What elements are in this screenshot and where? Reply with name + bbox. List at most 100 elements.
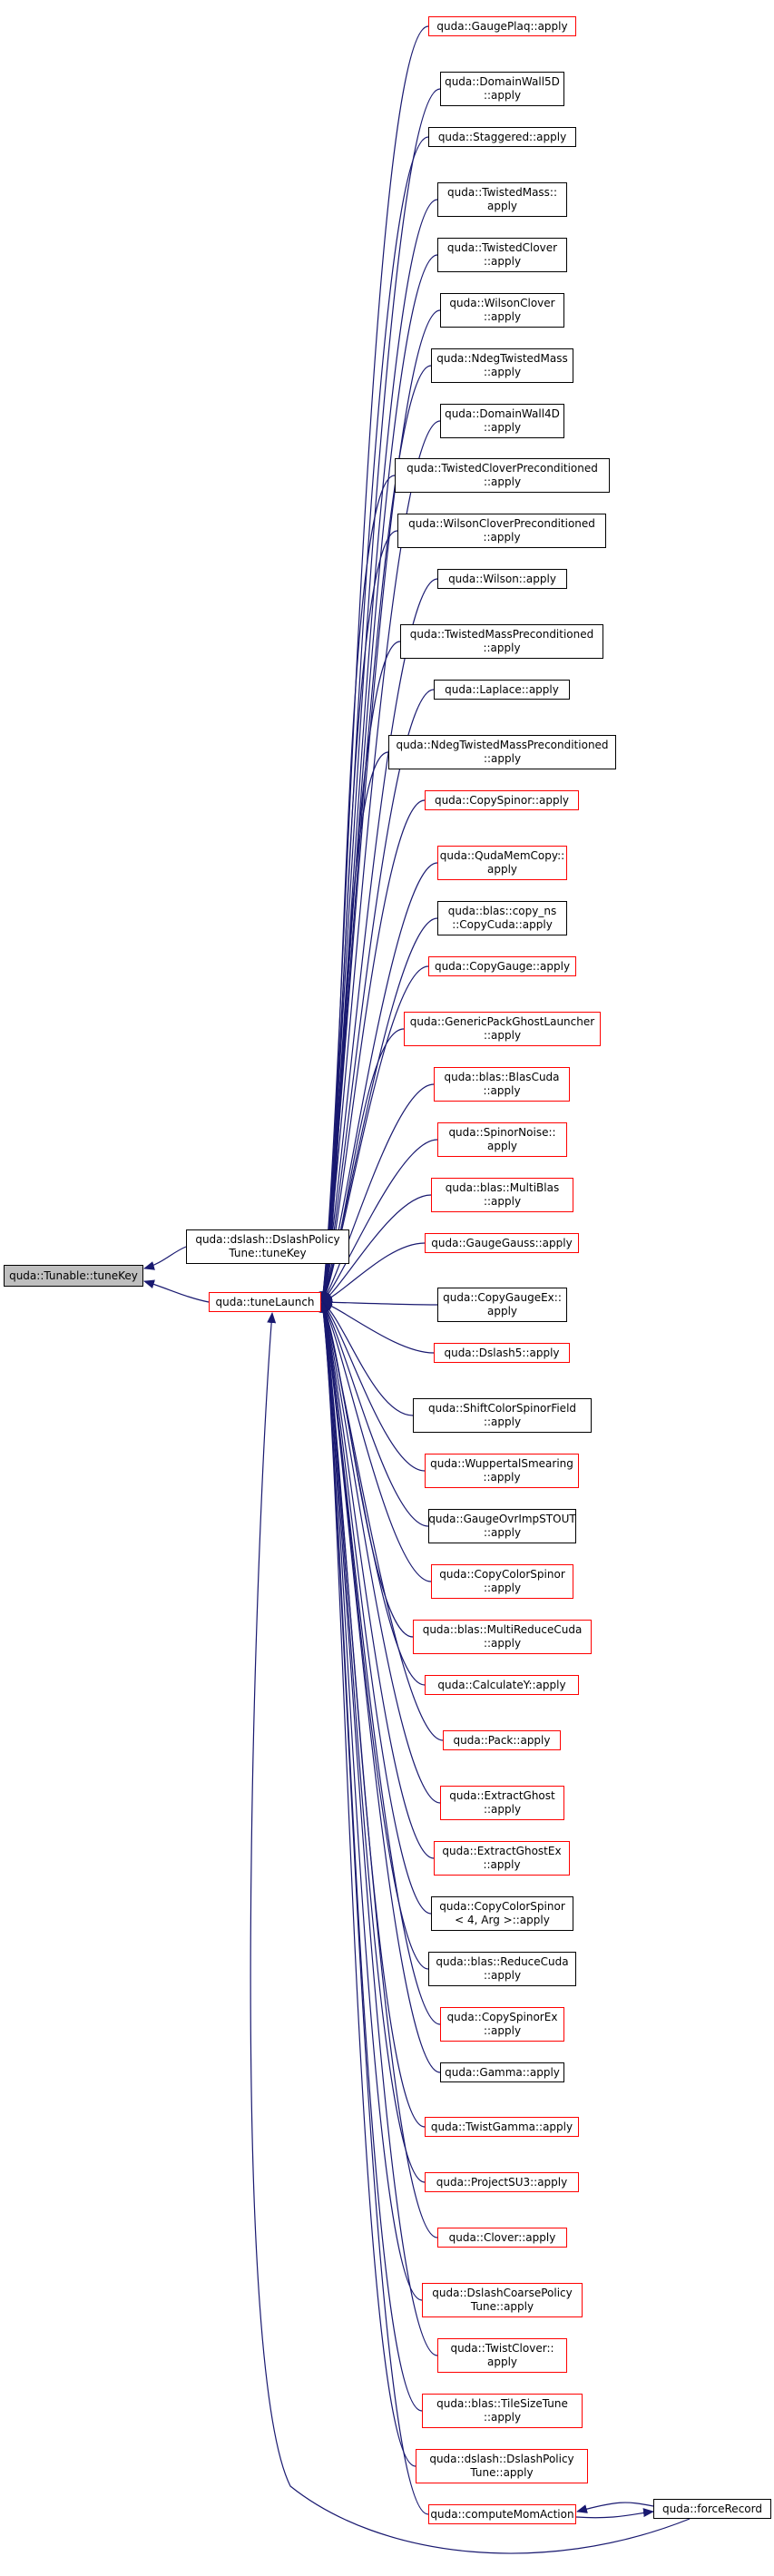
caller-node[interactable]: quda::CopyColorSpinor< 4, Arg >::apply [431, 1896, 573, 1931]
node-label-line1: quda::SpinorNoise:: [448, 1126, 556, 1139]
caller-node[interactable]: quda::CopyColorSpinor::apply [431, 1564, 573, 1599]
node-label-line2: ::apply [483, 1526, 522, 1539]
node-label-line2: ::apply [483, 255, 522, 268]
node-label-line1: quda::Pack::apply [453, 1733, 551, 1747]
edge-caller-to-tunelaunch [318, 1301, 438, 2238]
caller-node[interactable]: quda::QudaMemCopy::apply [437, 846, 567, 880]
edge-caller-to-tunelaunch [319, 1301, 432, 1915]
edge-caller-to-tunelaunch [321, 917, 438, 1303]
node-label-line1: quda::GenericPackGhostLauncher [409, 1015, 595, 1028]
node-label-line1: quda::WuppertalSmearing [430, 1457, 573, 1470]
node-label-line2: ::apply [483, 1582, 522, 1594]
caller-node[interactable]: quda::Gamma::apply [440, 2062, 564, 2082]
caller-node[interactable]: quda::ProjectSU3::apply [425, 2172, 579, 2192]
edge-caller-to-tunelaunch [321, 1242, 426, 1303]
node-label-line1: quda::ShiftColorSpinorField [427, 1402, 577, 1415]
caller-node[interactable]: quda::Dslash5::apply [434, 1343, 570, 1363]
node-label-line1: quda::TwistGamma::apply [430, 2120, 573, 2133]
caller-node[interactable]: quda::CopyGaugeEx::apply [437, 1288, 567, 1322]
caller-node[interactable]: quda::blas::copy_ns::CopyCuda::apply [437, 901, 567, 935]
node-tunelaunch[interactable]: quda::tuneLaunch [209, 1292, 321, 1312]
node-label-line2: ::apply [483, 1637, 522, 1650]
node-label-line1: quda::GaugeOvrImpSTOUT [428, 1513, 576, 1525]
caller-node[interactable]: quda::computeMomAction [428, 2504, 576, 2524]
caller-node[interactable]: quda::DomainWall5D::apply [440, 72, 564, 106]
node-label-line1: quda::blas::ReduceCuda [436, 1955, 569, 1968]
caller-node[interactable]: quda::Staggered::apply [428, 127, 576, 147]
node-label-line1: quda::TwistedCloverPreconditioned [407, 462, 598, 475]
caller-node[interactable]: quda::GaugeOvrImpSTOUT::apply [428, 1509, 576, 1543]
caller-node[interactable]: quda::ExtractGhostEx::apply [434, 1841, 570, 1876]
caller-node[interactable]: quda::CalculateY::apply [425, 1675, 579, 1695]
caller-node[interactable]: quda::blas::BlasCuda::apply [434, 1067, 570, 1102]
edge-caller-to-tunelaunch [321, 1028, 405, 1303]
node-dslashpolicytune-tunekey[interactable]: quda::dslash::DslashPolicy Tune::tuneKey [186, 1229, 349, 1264]
caller-node[interactable]: quda::NdegTwistedMassPreconditioned::app… [388, 735, 616, 769]
caller-node[interactable]: quda::GaugePlaq::apply [428, 16, 576, 36]
caller-node[interactable]: quda::Laplace::apply [434, 680, 570, 700]
node-label-line1: quda::TwistedMass:: [446, 186, 558, 199]
node-label-line2: apply [486, 2356, 518, 2368]
node-label-line1: quda::TwistClover:: [450, 2342, 554, 2355]
caller-node[interactable]: quda::CopyGauge::apply [428, 956, 576, 976]
caller-node[interactable]: quda::CopySpinorEx::apply [440, 2007, 564, 2042]
caller-node[interactable]: quda::WilsonClover::apply [440, 293, 564, 328]
node-label-line1: quda::Tunable::tuneKey [9, 1268, 138, 1282]
edge-caller-to-tunelaunch [318, 25, 429, 1303]
node-label-line2: ::apply [483, 1858, 521, 1871]
edge-forcerecord-to-computemomaction [576, 2502, 654, 2513]
caller-node[interactable]: quda::GenericPackGhostLauncher::apply [404, 1012, 601, 1046]
caller-node[interactable]: quda::ShiftColorSpinorField::apply [413, 1398, 592, 1433]
node-forcerecord[interactable]: quda::forceRecord [653, 2499, 771, 2519]
node-label-line1: quda::WilsonCloverPreconditioned [408, 517, 595, 530]
caller-node[interactable]: quda::blas::ReduceCuda::apply [428, 1952, 576, 1986]
caller-node[interactable]: quda::SpinorNoise::apply [437, 1122, 567, 1157]
caller-node[interactable]: quda::TwistedMass::apply [437, 182, 567, 217]
node-label-line2: ::apply [483, 366, 522, 378]
node-label-line2: ::apply [483, 1415, 522, 1428]
caller-node[interactable]: quda::Pack::apply [443, 1730, 561, 1750]
caller-node[interactable]: quda::WilsonCloverPreconditioned::apply [397, 514, 606, 548]
node-label-line2: ::apply [483, 1084, 521, 1097]
caller-node[interactable]: quda::NdegTwistedMass::apply [431, 348, 573, 383]
caller-node[interactable]: quda::TwistClover::apply [437, 2338, 567, 2373]
caller-node[interactable]: quda::TwistGamma::apply [425, 2117, 579, 2137]
node-label-line1: quda::DomainWall5D [445, 75, 560, 88]
caller-node[interactable]: quda::blas::MultiReduceCuda::apply [413, 1620, 592, 1654]
caller-node[interactable]: quda::TwistedMassPreconditioned::apply [400, 624, 603, 659]
node-label-line1: quda::Clover::apply [448, 2230, 556, 2244]
edge-caller-to-tunelaunch [321, 1139, 438, 1303]
caller-node[interactable]: quda::blas::MultiBlas::apply [431, 1178, 573, 1212]
node-label-line1: quda::tuneLaunch [215, 1295, 315, 1308]
caller-node[interactable]: quda::WuppertalSmearing::apply [425, 1454, 579, 1488]
node-label-line1: quda::blas::MultiBlas [445, 1181, 560, 1194]
node-label-line1: quda::dslash::DslashPolicy [429, 2453, 574, 2465]
edge-caller-to-tunelaunch [318, 365, 432, 1303]
edge-caller-to-tunelaunch [318, 1301, 429, 2515]
caller-node[interactable]: quda::ExtractGhost::apply [440, 1786, 564, 1820]
caller-node[interactable]: quda::Clover::apply [437, 2228, 567, 2248]
caller-node[interactable]: quda::blas::TileSizeTune::apply [422, 2394, 583, 2428]
node-label-line2: ::apply [483, 475, 522, 488]
node-label-line1: quda::CopyColorSpinor [439, 1568, 565, 1581]
node-label-line1: quda::blas::MultiReduceCuda [422, 1623, 583, 1636]
node-label-line1: quda::Staggered::apply [437, 130, 567, 143]
caller-node[interactable]: quda::DomainWall4D::apply [440, 404, 564, 438]
caller-node[interactable]: quda::CopySpinor::apply [425, 790, 579, 810]
caller-node[interactable]: quda::Wilson::apply [437, 569, 567, 589]
caller-node[interactable]: quda::GaugeGauss::apply [425, 1233, 579, 1253]
edge-caller-to-tunelaunch [319, 475, 396, 1303]
edge-caller-to-tunelaunch [319, 1301, 441, 2025]
edge-caller-to-tunelaunch [321, 1300, 435, 1354]
caller-node[interactable]: quda::TwistedClover::apply [437, 238, 567, 272]
edge-caller-to-tunelaunch [320, 1301, 441, 1804]
node-label-line2: ::apply [483, 2411, 522, 2424]
node-label-line1: quda::Dslash5::apply [444, 1346, 560, 1359]
node-label-line1: quda::DomainWall4D [445, 407, 560, 420]
node-label-line1: quda::blas::TileSizeTune [436, 2397, 568, 2410]
caller-node[interactable]: quda::TwistedCloverPreconditioned::apply [395, 458, 610, 493]
